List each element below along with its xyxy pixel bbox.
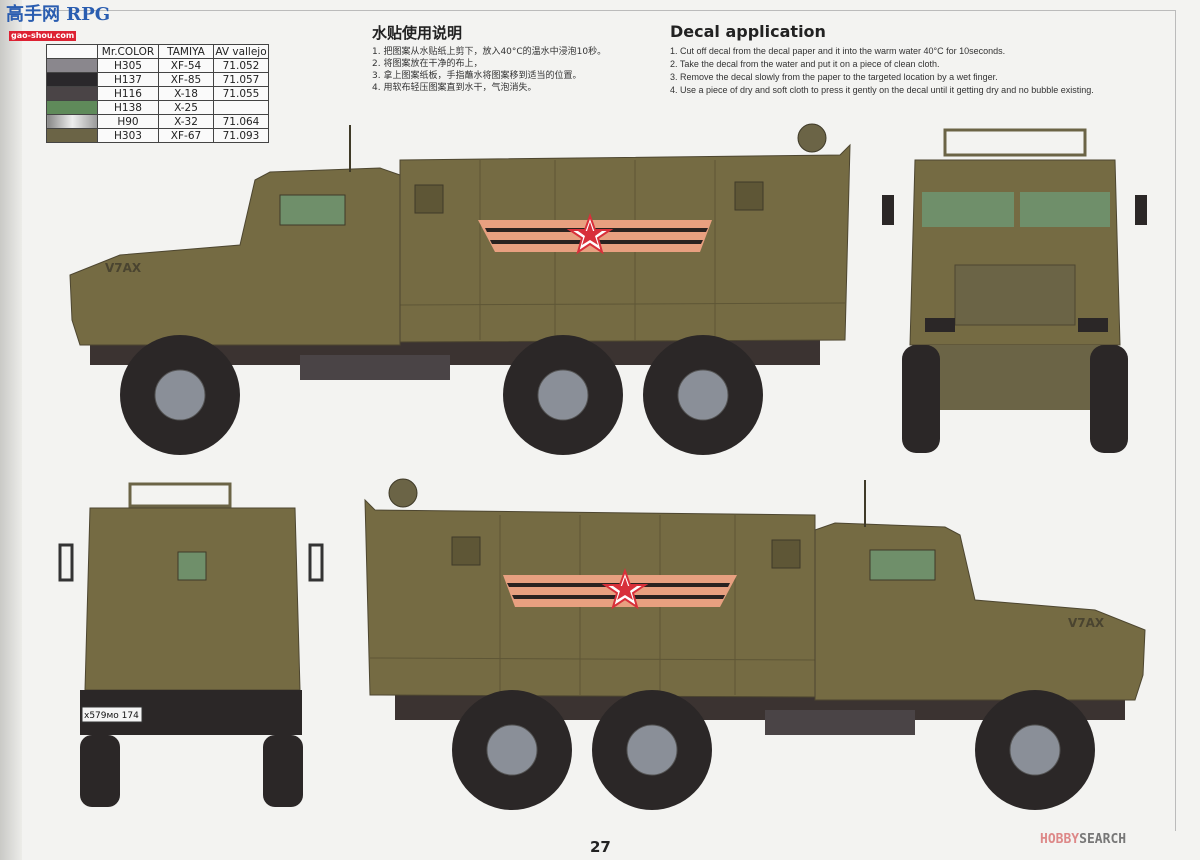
page-number: 27 xyxy=(590,838,611,856)
decal-instructions-english: Decal application 1. Cut off decal from … xyxy=(670,22,1094,97)
logo-subtext: gao-shou.com xyxy=(9,31,77,41)
en-title: Decal application xyxy=(670,22,826,41)
watermark-search: SEARCH xyxy=(1079,832,1127,847)
logo-text: 高手网 RPG xyxy=(6,4,111,25)
vallejo-code: 71.093 xyxy=(213,128,269,143)
color-swatch xyxy=(46,58,98,73)
header-vallejo: AV vallejo xyxy=(213,44,269,59)
rear-view: x579мо 174 xyxy=(58,482,324,807)
hobby-search-watermark: HOBBYSEARCH xyxy=(1040,832,1126,847)
page-binding-shadow xyxy=(0,0,22,860)
license-plate: x579мо 174 xyxy=(84,711,139,721)
page-frame xyxy=(40,10,1176,831)
vallejo-code: 71.057 xyxy=(213,72,269,87)
hood-marking-right: V7AX xyxy=(1068,616,1105,630)
table-header-row: Mr.COLOR TAMIYA AV vallejo xyxy=(46,44,269,59)
en-step: 3. Remove the decal slowly from the pape… xyxy=(670,72,998,82)
tamiya-code: XF-67 xyxy=(158,128,214,143)
side-view-right xyxy=(364,478,1146,811)
front-view xyxy=(882,128,1147,453)
site-watermark-logo: 高手网 RPG gao-shou.com xyxy=(6,4,166,42)
watermark-hobby: HOBBY xyxy=(1040,832,1080,847)
tamiya-code: X-32 xyxy=(158,114,214,129)
en-step: 4. Use a piece of dry and soft cloth to … xyxy=(670,85,1094,95)
zh-title: 水贴使用说明 xyxy=(372,24,463,42)
decal-instructions-chinese: 水贴使用说明 1. 把图案从水贴纸上剪下，放入40°C的温水中浸泡10秒。 2.… xyxy=(372,22,606,94)
zh-step: 4. 用软布轻压图案直到水干，气泡消失。 xyxy=(372,83,537,93)
en-step: 2. Take the decal from the water and put… xyxy=(670,59,940,69)
mr-color-code: H303 xyxy=(97,128,159,143)
hood-marking: V7AX xyxy=(105,261,142,275)
zh-step: 3. 拿上图案纸板，手指蘸水将图案移到适当的位置。 xyxy=(372,71,582,81)
zh-step: 1. 把图案从水贴纸上剪下，放入40°C的温水中浸泡10秒。 xyxy=(372,47,607,57)
mr-color-code: H137 xyxy=(97,72,159,87)
zh-step: 2. 将图案放在干净的布上， xyxy=(372,59,483,69)
mr-color-code: H116 xyxy=(97,86,159,101)
color-swatch xyxy=(46,128,98,143)
en-step: 1. Cut off decal from the decal paper an… xyxy=(670,46,1006,56)
side-view-left xyxy=(69,123,851,456)
